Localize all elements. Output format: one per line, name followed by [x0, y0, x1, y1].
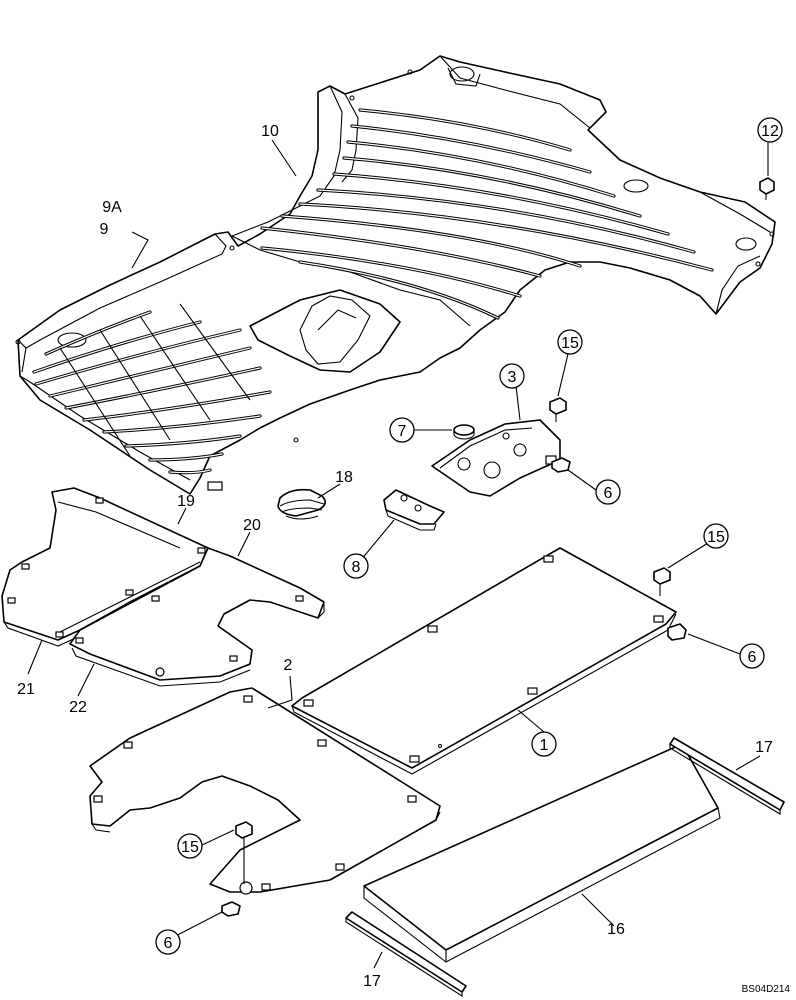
clip-6-panel1 — [667, 623, 687, 641]
callout-17a-label: 17 — [755, 739, 773, 756]
callout-17-upper: 17 — [755, 739, 773, 756]
bolt-15-panel1 — [653, 567, 671, 596]
callout-9: 9 — [100, 221, 109, 238]
callout-19-label: 19 — [177, 493, 195, 510]
callout-3: 3 — [499, 363, 525, 389]
callout-20: 20 — [243, 517, 261, 534]
callout-20-label: 20 — [243, 517, 261, 534]
callout-16-label: 16 — [607, 921, 625, 938]
callout-3-label: 3 — [508, 369, 517, 386]
panel-1 — [291, 547, 677, 775]
callout-8: 8 — [343, 553, 369, 579]
callout-21-label: 21 — [17, 681, 35, 698]
panel-2 — [89, 687, 441, 895]
callout-8-label: 8 — [352, 559, 361, 576]
callout-12: 12 — [757, 117, 783, 143]
callout-15-panel2: 15 — [177, 833, 203, 859]
callout-12-label: 12 — [761, 123, 779, 140]
callout-6a-label: 6 — [604, 485, 613, 502]
callout-15b-label: 15 — [707, 529, 725, 546]
callout-2: 2 — [284, 657, 293, 674]
panel-19-21 — [1, 487, 209, 647]
clip-6-panel2 — [221, 901, 241, 917]
bolt-15-panel3 — [549, 397, 567, 422]
pad-18 — [277, 488, 326, 520]
callout-6-panel3: 6 — [595, 479, 621, 505]
callout-22-label: 22 — [69, 699, 87, 716]
panel-3 — [431, 419, 561, 497]
callout-18-label: 18 — [335, 469, 353, 486]
strip-17-upper — [669, 737, 785, 815]
floor-mat-rear-ribs — [260, 108, 714, 320]
plug-7 — [453, 424, 475, 440]
callout-22: 22 — [69, 699, 87, 716]
panel-20-22 — [69, 547, 325, 687]
pad-16 — [363, 743, 721, 963]
callout-9a: 9A — [102, 199, 122, 216]
callout-6-panel2: 6 — [155, 929, 181, 955]
callout-15c-label: 15 — [181, 839, 199, 856]
callout-15a-label: 15 — [561, 335, 579, 352]
callout-15-panel1: 15 — [703, 523, 729, 549]
callout-21: 21 — [17, 681, 35, 698]
bolt-15-panel2 — [235, 821, 253, 884]
callout-19: 19 — [177, 493, 195, 510]
callout-1-label: 1 — [540, 737, 549, 754]
callout-6-panel1: 6 — [739, 643, 765, 669]
callout-2-label: 2 — [284, 657, 293, 674]
callout-9a-label: 9A — [102, 199, 122, 216]
callout-10-label: 10 — [261, 123, 279, 140]
callout-17-lower: 17 — [363, 973, 381, 990]
callout-18: 18 — [335, 469, 353, 486]
floor-mat-front-ribs — [32, 303, 272, 475]
callout-16: 16 — [607, 921, 625, 938]
floor-mat — [15, 55, 776, 495]
callout-9-label: 9 — [100, 221, 109, 238]
reference-code: BS04D214 — [742, 984, 791, 995]
strip-17-lower — [345, 911, 467, 998]
bolt-12 — [759, 177, 775, 200]
callout-15-panel3: 15 — [557, 329, 583, 355]
callout-10: 10 — [261, 123, 279, 140]
callout-7-label: 7 — [398, 423, 407, 440]
callout-1: 1 — [531, 731, 557, 757]
callout-17b-label: 17 — [363, 973, 381, 990]
callout-6b-label: 6 — [748, 649, 757, 666]
callout-7: 7 — [389, 417, 415, 443]
callout-6c-label: 6 — [164, 935, 173, 952]
clip-6-panel3 — [551, 457, 571, 473]
pad-8 — [383, 489, 445, 531]
